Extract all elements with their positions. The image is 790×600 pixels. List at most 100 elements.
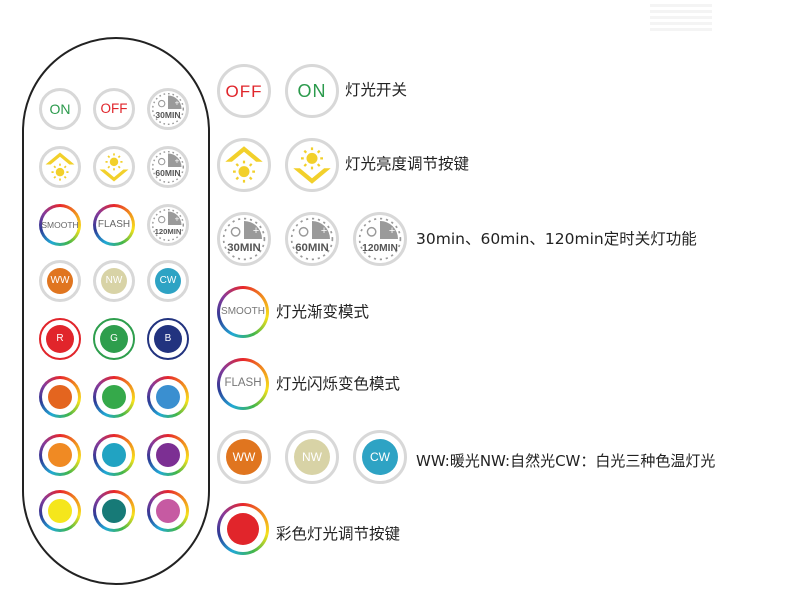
timer-icon: + 60MIN	[290, 217, 334, 261]
legend-timer-60-label: 60MIN	[295, 242, 329, 254]
legend-flash-button: FLASH	[217, 358, 269, 410]
power-description: 灯光开关	[345, 81, 408, 99]
button-face	[42, 379, 78, 415]
amber-disc	[48, 443, 72, 467]
brightness-down-icon	[293, 147, 331, 184]
remote-color-yellow-button[interactable]	[39, 490, 81, 532]
button-face	[220, 506, 266, 552]
legend-cw-label: CW	[370, 450, 390, 464]
remote-color-purple-button[interactable]	[147, 434, 189, 476]
timer-description: 30min、60min、120min定时关灯功能	[416, 230, 697, 248]
remote-control: ON OFF + 30MIN	[22, 37, 210, 585]
svg-text:+: +	[321, 225, 327, 237]
svg-text:+: +	[175, 156, 180, 165]
button-face	[42, 437, 78, 473]
remote-red-button[interactable]: R	[39, 318, 81, 360]
remote-off-label: OFF	[100, 101, 128, 117]
remote-color-pink-button[interactable]	[147, 490, 189, 532]
legend-nw-label: NW	[302, 450, 322, 464]
remote-ww-button[interactable]: WW	[39, 260, 81, 302]
legend-timer-30-button: + 30MIN	[217, 212, 271, 266]
remote-cw-label: CW	[159, 275, 177, 286]
cw-disc: CW	[155, 268, 181, 294]
yellow-disc	[48, 499, 72, 523]
remote-blue-button[interactable]: B	[147, 318, 189, 360]
remote-b-label: B	[164, 333, 172, 344]
button-face	[42, 493, 78, 529]
dark-teal-disc	[102, 499, 126, 523]
flash-button-face: FLASH	[220, 361, 266, 407]
remote-brightness-up-button[interactable]	[39, 146, 81, 188]
svg-text:+: +	[175, 214, 180, 223]
legend-on-button: ON	[285, 64, 339, 118]
legend-color-button	[217, 503, 269, 555]
legend-flash-label: FLASH	[224, 377, 262, 390]
timer-icon: + 60MIN	[151, 150, 185, 184]
brightness-description: 灯光亮度调节按键	[345, 155, 470, 173]
button-face	[150, 493, 186, 529]
legend-off-button: OFF	[217, 64, 271, 118]
nw-disc: NW	[294, 439, 330, 475]
remote-flash-label: FLASH	[97, 219, 131, 230]
legend-brightness-down-button	[285, 138, 339, 192]
remote-color-orange-button[interactable]	[39, 376, 81, 418]
remote-color-amber-button[interactable]	[39, 434, 81, 476]
remote-cw-button[interactable]: CW	[147, 260, 189, 302]
timer-icon: + 120MIN	[358, 217, 402, 261]
legend-smooth-button: SMOOTH	[217, 286, 269, 338]
timer-icon: + 120MIN	[151, 208, 185, 242]
legend-ww-button: WW	[217, 430, 271, 484]
remote-smooth-label: SMOOTH	[41, 219, 79, 230]
remote-brightness-down-button[interactable]	[93, 146, 135, 188]
flash-description: 灯光闪烁变色模式	[276, 375, 401, 393]
remote-g-label: G	[110, 333, 118, 344]
button-face	[150, 437, 186, 473]
legend-timer-120-button: + 120MIN	[353, 212, 407, 266]
remote-color-skyblue-button[interactable]	[147, 376, 189, 418]
remote-r-label: R	[56, 333, 64, 344]
remote-flash-button[interactable]: FLASH	[93, 204, 135, 246]
remote-on-button[interactable]: ON	[39, 88, 81, 130]
legend-ww-label: WW	[232, 450, 256, 464]
smooth-description: 灯光渐变模式	[276, 303, 370, 321]
button-face	[96, 437, 132, 473]
flash-button-face: FLASH	[96, 207, 132, 243]
legend-timer-30-label: 30MIN	[227, 242, 261, 254]
timer-icon: + 30MIN	[151, 92, 185, 126]
remote-color-lightgreen-button[interactable]	[93, 376, 135, 418]
remote-color-darkteal-button[interactable]	[93, 490, 135, 532]
remote-green-button[interactable]: G	[93, 318, 135, 360]
white-temperature-description: WW:暖光NW:自然光CW：白光三种色温灯光	[416, 452, 716, 470]
remote-ww-label: WW	[50, 275, 70, 286]
legend-cw-button: CW	[353, 430, 407, 484]
ww-disc: WW	[226, 439, 262, 475]
color-description: 彩色灯光调节按键	[276, 525, 401, 543]
svg-text:+: +	[389, 225, 395, 237]
green-disc: G	[100, 325, 128, 353]
remote-timer-60-label: 60MIN	[155, 168, 180, 178]
legend-brightness-up-button	[217, 138, 271, 192]
timer-icon: + 30MIN	[222, 217, 266, 261]
smooth-button-face: SMOOTH	[220, 289, 266, 335]
purple-disc	[156, 443, 180, 467]
red-disc	[227, 513, 259, 545]
legend-timer-60-button: + 60MIN	[285, 212, 339, 266]
red-disc: R	[46, 325, 74, 353]
svg-text:+: +	[253, 225, 259, 237]
legend-on-label: ON	[297, 81, 327, 101]
remote-timer-30-button[interactable]: + 30MIN	[147, 88, 189, 130]
legend-off-label: OFF	[225, 81, 263, 101]
remote-nw-label: NW	[105, 275, 123, 286]
remote-off-button[interactable]: OFF	[93, 88, 135, 130]
remote-timer-60-button[interactable]: + 60MIN	[147, 146, 189, 188]
remote-color-teal-button[interactable]	[93, 434, 135, 476]
remote-timer-120-button[interactable]: + 120MIN	[147, 204, 189, 246]
button-face	[150, 379, 186, 415]
remote-nw-button[interactable]: NW	[93, 260, 135, 302]
brightness-down-icon	[99, 153, 129, 182]
remote-smooth-button[interactable]: SMOOTH	[39, 204, 81, 246]
remote-on-label: ON	[49, 101, 71, 117]
nw-disc: NW	[101, 268, 127, 294]
remote-timer-120-label: 120MIN	[155, 227, 182, 236]
ww-disc: WW	[47, 268, 73, 294]
